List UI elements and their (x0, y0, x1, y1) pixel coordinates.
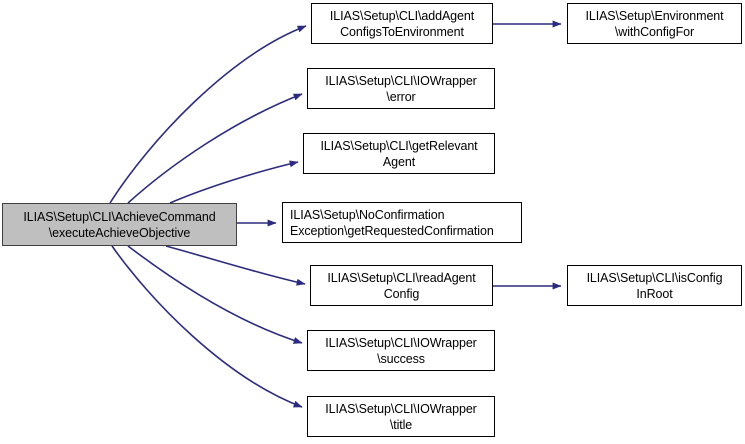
graph-node-label-line1: ILIAS\Setup\CLI\isConfig (586, 270, 723, 285)
graph-node-environmentWithConfigFor[interactable]: ILIAS\Setup\Environment\withConfigFor (567, 3, 742, 44)
graph-node-root[interactable]: ILIAS\Setup\CLI\AchieveCommand\executeAc… (2, 203, 237, 246)
graph-node-label-line2: \executeAchieveObjective (48, 225, 191, 240)
graph-node-label-line2: \withConfigFor (614, 24, 695, 39)
graph-edge-root-to-addAgentConfigsToEnvironment (109, 25, 307, 204)
graph-edge-root-to-ioWrapperError (127, 93, 303, 204)
graph-edge-root-to-readAgentConfig (165, 245, 306, 286)
graph-edge-root-to-getRelevantAgent (169, 160, 299, 204)
graph-node-label-line1: ILIAS\Setup\CLI\IOWrapper (325, 73, 477, 88)
graph-node-label-line1: ILIAS\Setup\CLI\addAgent (329, 8, 475, 23)
graph-node-label-line1: ILIAS\Setup\CLI\AchieveCommand (23, 209, 216, 224)
graph-edge-root-to-ioWrapperTitle (111, 245, 303, 408)
graph-node-label-line2: Agent (382, 154, 416, 169)
graph-edge-root-to-ioWrapperSuccess (127, 245, 303, 344)
graph-node-label-line2: \error (386, 89, 416, 104)
graph-node-label-line1: ILIAS\Setup\Environment (585, 8, 724, 23)
graph-node-label-line2: Config (383, 286, 420, 301)
graph-node-label-line1: ILIAS\Setup\CLI\IOWrapper (325, 335, 477, 350)
graph-node-ioWrapperError[interactable]: ILIAS\Setup\CLI\IOWrapper\error (307, 68, 495, 109)
graph-node-ioWrapperSuccess[interactable]: ILIAS\Setup\CLI\IOWrapper\success (307, 330, 495, 371)
graph-node-label-line2: InRoot (636, 286, 673, 301)
graph-node-label-line2: \success (377, 351, 425, 366)
graph-node-ioWrapperTitle[interactable]: ILIAS\Setup\CLI\IOWrapper\title (307, 396, 495, 437)
graph-node-label-line2: ConfigsToEnvironment (340, 24, 464, 39)
graph-node-label-line1: ILIAS\Setup\CLI\getRelevant (320, 138, 478, 153)
graph-node-label-line2: Exception\getRequestedConfirmation (290, 223, 494, 238)
graph-node-label-line2: \title (389, 417, 413, 432)
graph-node-label-line1: ILIAS\Setup\CLI\IOWrapper (325, 401, 477, 416)
graph-node-label-line1: ILIAS\Setup\NoConfirmation (290, 207, 445, 222)
graph-node-label-line1: ILIAS\Setup\CLI\readAgent (327, 270, 476, 285)
